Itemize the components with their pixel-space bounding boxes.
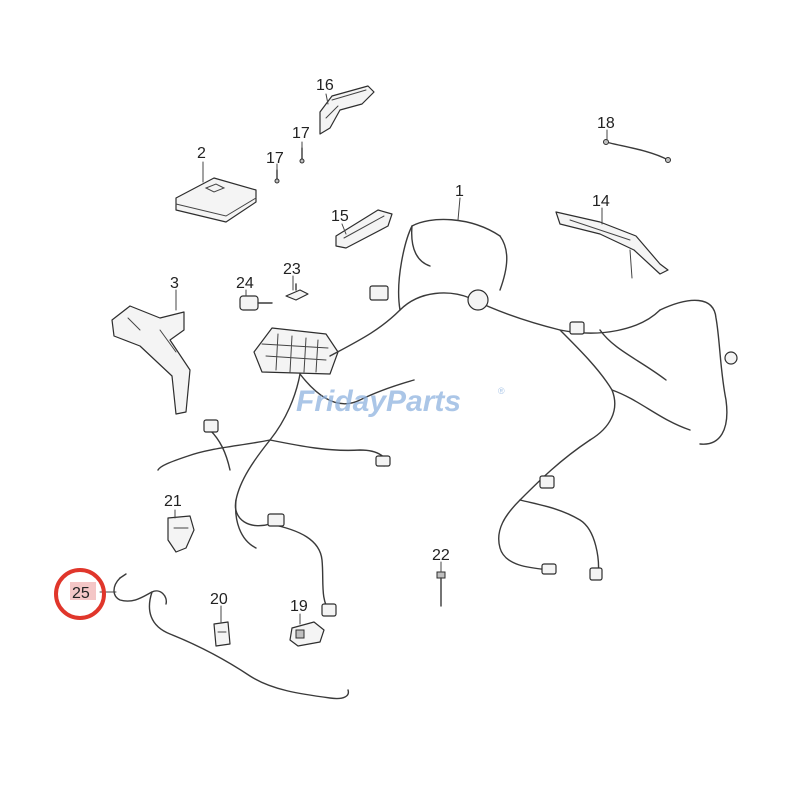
callout-1: 1 <box>455 183 464 200</box>
part-1-main-harness <box>157 218 738 617</box>
part-24-sensor <box>239 295 273 311</box>
callout-24: 24 <box>236 275 254 292</box>
part-15-bracket <box>335 209 393 249</box>
part-20-bracket <box>213 621 231 647</box>
part-17-screw-a <box>299 147 305 164</box>
callout-3: 3 <box>170 275 179 292</box>
watermark-text: FridayParts <box>296 385 461 418</box>
highlight-ring <box>54 568 106 620</box>
highlight-25 <box>54 568 106 620</box>
callout-17-lower: 17 <box>266 150 284 167</box>
part-18-wire <box>603 139 671 163</box>
part-14-bracket <box>555 211 669 279</box>
callout-23: 23 <box>283 261 301 278</box>
callout-16: 16 <box>316 77 334 94</box>
callouts: 1 2 3 14 15 16 17 17 18 19 20 21 22 23 2… <box>72 77 615 615</box>
callout-22: 22 <box>432 547 450 564</box>
callout-19: 19 <box>290 598 308 615</box>
callout-25: 25 <box>72 585 90 602</box>
callout-17-upper: 17 <box>292 125 310 142</box>
part-25-harness <box>113 573 350 700</box>
callout-2: 2 <box>197 145 206 162</box>
part-3-bracket <box>111 305 191 415</box>
part-19-bracket <box>289 621 325 647</box>
callout-18: 18 <box>597 115 615 132</box>
watermark-trademark: ® <box>498 386 505 396</box>
highlight-fill <box>70 582 96 600</box>
callout-15: 15 <box>331 208 349 225</box>
part-2-module <box>175 177 257 223</box>
part-23-clip <box>285 283 309 301</box>
callout-20: 20 <box>210 591 228 608</box>
part-22-bolt <box>436 571 446 607</box>
part-17-screw-b <box>274 169 280 184</box>
part-21-bracket <box>167 515 195 553</box>
callout-14: 14 <box>592 193 610 210</box>
leader-lines <box>99 93 608 625</box>
callout-21: 21 <box>164 493 182 510</box>
watermark: FridayParts ® <box>296 385 505 418</box>
part-16-bracket <box>319 85 375 135</box>
